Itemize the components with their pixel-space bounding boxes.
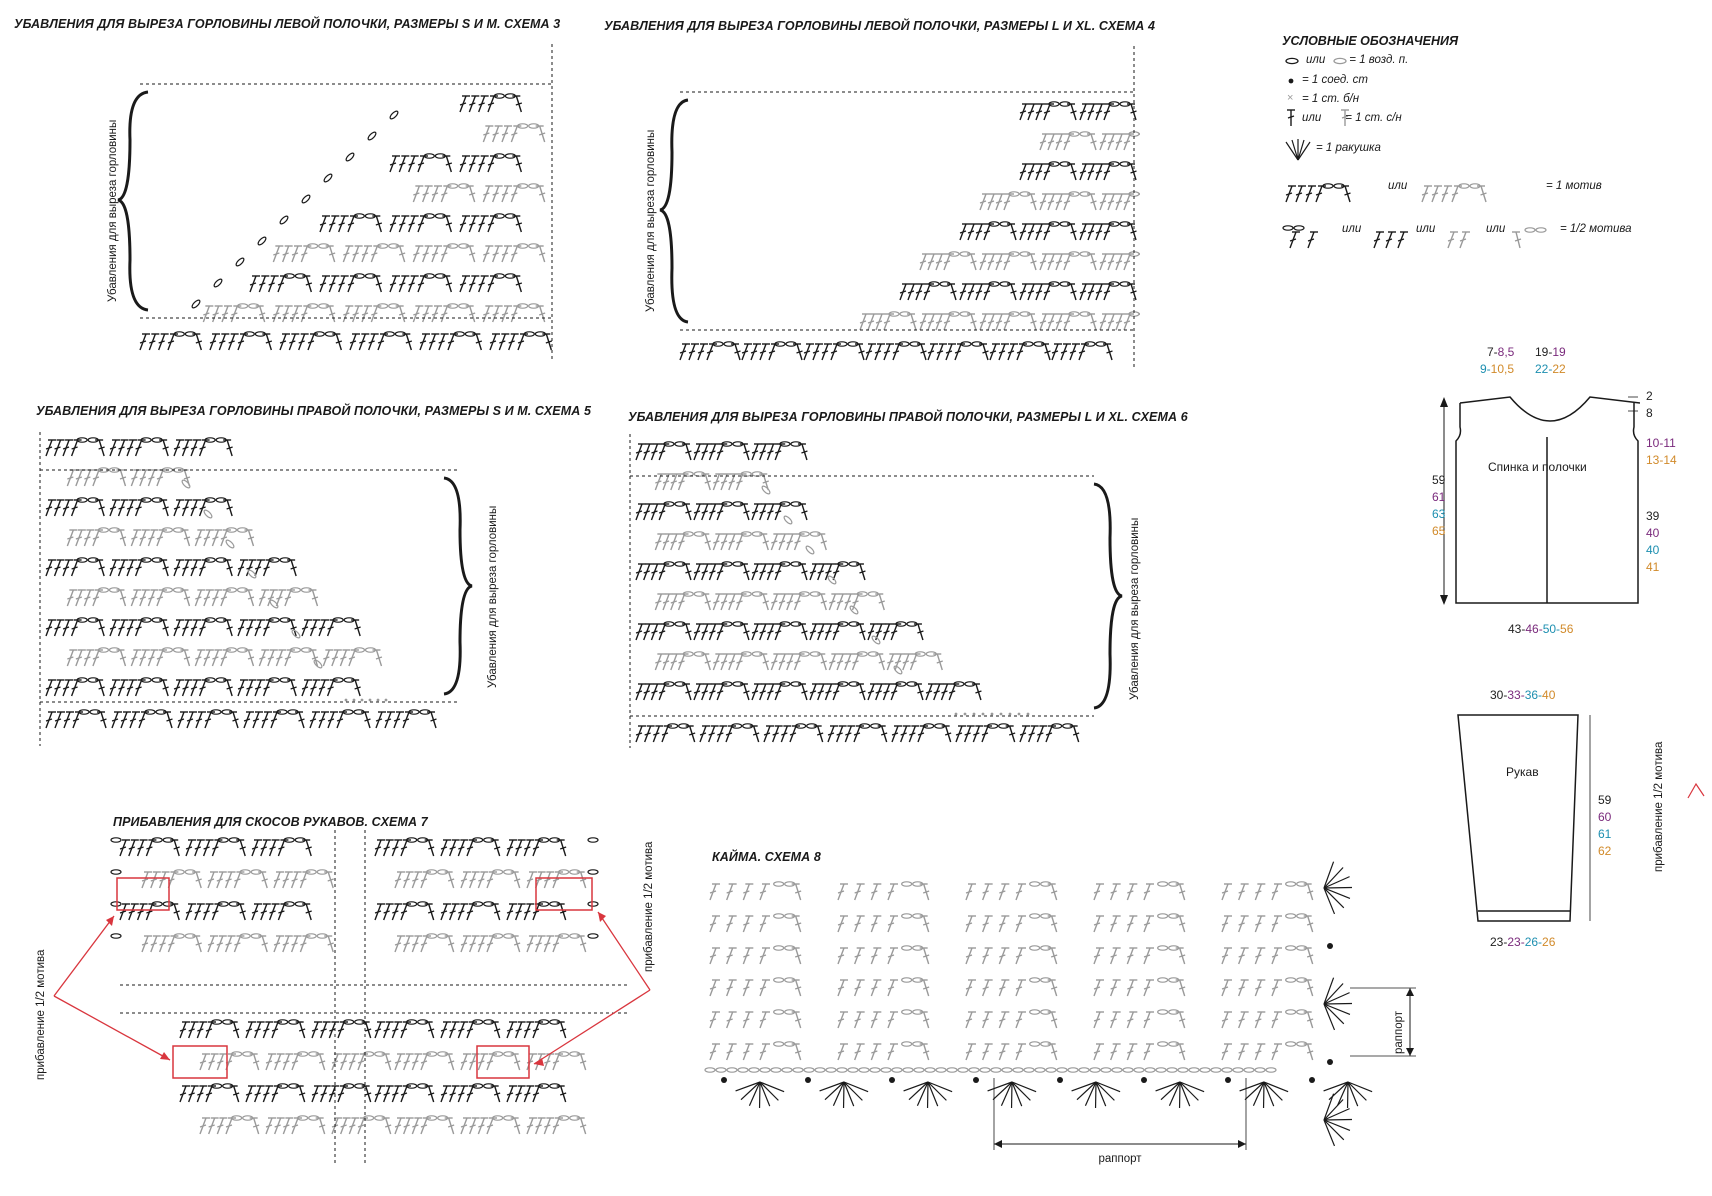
chain-oval-icon <box>1333 57 1347 65</box>
scheme-4-stitches <box>679 101 1157 361</box>
scheme-7-highlight-box <box>116 877 170 911</box>
legend-slip-text: = 1 соед. ст <box>1302 74 1368 86</box>
legend-motif-or: или <box>1388 180 1408 192</box>
scheme-7-left-label: прибавление 1/2 мотива <box>35 949 47 1080</box>
scheme-3-diagram: Убавления для выреза горловины <box>100 40 560 375</box>
legend-half-text: = 1/2 мотива <box>1560 223 1632 235</box>
scheme-3-stitches <box>139 93 553 351</box>
legend: УСЛОВНЫЕ ОБОЗНАЧЕНИЯ × или= 1 возд. п. =… <box>1282 30 1682 260</box>
scheme-5-side-label: Убавления для выреза горловины <box>487 506 499 688</box>
scheme-5-stitches <box>45 437 437 729</box>
scheme-6-side-label: Убавления для выреза горловины <box>1129 518 1141 700</box>
body-right-8: 8 <box>1646 406 1653 420</box>
scheme-6-title: УБАВЛЕНИЯ ДЛЯ ВЫРЕЗА ГОРЛОВИНЫ ПРАВОЙ ПО… <box>628 410 1188 424</box>
single-crochet-x-icon: × <box>1287 92 1293 104</box>
scheme-8-svg: раппорт раппорт <box>704 861 1416 1165</box>
scheme-3-title: УБАВЛЕНИЯ ДЛЯ ВЫРЕЗА ГОРЛОВИНЫ ЛЕВОЙ ПОЛ… <box>14 17 561 31</box>
scheme-6-svg: Убавления для выреза горловины <box>629 434 1141 748</box>
sleeve-shape-diagram <box>1450 705 1600 940</box>
legend-half-or: или <box>1486 223 1506 235</box>
legend-symbols: × <box>1282 57 1547 249</box>
scheme-7-svg: прибавление 1/2 мотива прибавление 1/2 м… <box>35 830 655 1166</box>
scheme-3-brace <box>117 90 149 312</box>
motif-icon <box>1285 183 1487 203</box>
scheme-6-brace <box>1093 482 1123 710</box>
body-top-right-1: 19-19 <box>1535 345 1566 359</box>
scheme-7-highlight-box <box>535 877 593 911</box>
body-armhole-1: 10-11 <box>1646 436 1676 450</box>
scheme-4-title: УБАВЛЕНИЯ ДЛЯ ВЫРЕЗА ГОРЛОВИНЫ ЛЕВОЙ ПОЛ… <box>604 19 1156 33</box>
scheme-4-side-label: Убавления для выреза горловины <box>645 130 657 312</box>
body-top-left-2: 9-10,5 <box>1480 362 1515 376</box>
body-shape-diagram <box>1440 385 1641 620</box>
body-height: 59 61 63 65 <box>1432 473 1446 538</box>
scheme-8-repeat-v-label: раппорт <box>1393 1010 1405 1054</box>
legend-motif-text: = 1 мотив <box>1546 180 1602 192</box>
legend-sc-text: = 1 ст. б/н <box>1302 93 1360 105</box>
chain-oval-icon <box>1285 57 1299 65</box>
body-top-left-1: 7-8,5 <box>1487 345 1515 359</box>
sleeve-length: 59 60 61 62 <box>1598 793 1612 858</box>
half-motif-icon <box>1282 225 1547 249</box>
scheme-5-title: УБАВЛЕНИЯ ДЛЯ ВЫРЕЗА ГОРЛОВИНЫ ПРАВОЙ ПО… <box>36 404 592 418</box>
legend-half-or: или <box>1416 223 1436 235</box>
legend-chain-text: или= 1 возд. п. <box>1306 54 1409 66</box>
scheme-7-right-label: прибавление 1/2 мотива <box>643 841 655 972</box>
scheme-5-brace <box>443 476 473 696</box>
legend-half-or: или <box>1342 223 1362 235</box>
scheme-7-arrow <box>53 915 115 997</box>
sleeve-bottom: 23-23-26-26 <box>1490 935 1556 949</box>
body-side: 39 40 40 41 <box>1646 509 1660 574</box>
scheme-3-side-label: Убавления для выреза горловины <box>107 120 119 302</box>
scheme-6-diagram: Убавления для выреза горловины <box>626 432 1146 757</box>
body-armhole-2: 13-14 <box>1646 453 1677 467</box>
scheme-5-svg: Убавления для выреза горловины <box>39 432 499 746</box>
body-bottom: 43-46-50-56 <box>1508 622 1574 636</box>
legend-shell-text: = 1 ракушка <box>1316 142 1381 154</box>
sleeve-top: 30-33-36-40 <box>1490 688 1556 702</box>
scheme-7-arrow <box>597 911 651 991</box>
slip-stitch-dot-icon <box>1288 78 1294 84</box>
sleeve-side-note: прибавление 1/2 мотива <box>1648 720 1708 885</box>
scheme-4-brace <box>659 98 689 324</box>
body-right-2: 2 <box>1646 389 1653 403</box>
scheme-7-arrow <box>53 995 171 1061</box>
scheme-3-svg: Убавления для выреза горловины <box>107 44 553 360</box>
scheme-7-stitches <box>110 837 599 1135</box>
scheme-7-arrow <box>533 989 651 1065</box>
double-crochet-t-icon <box>1341 109 1349 126</box>
body-shape-svg <box>1440 396 1641 605</box>
scheme-8-repeat-h-label: раппорт <box>1098 1153 1142 1165</box>
legend-title: УСЛОВНЫЕ ОБОЗНАЧЕНИЯ <box>1282 34 1459 48</box>
sleeve-side-label: прибавление 1/2 мотива <box>1653 741 1665 872</box>
scheme-4-svg: Убавления для выреза горловины <box>645 46 1157 368</box>
body-label: Спинка и полочки <box>1488 460 1587 474</box>
scheme-8-title: КАЙМА. СХЕМА 8 <box>712 850 821 864</box>
legend-dc-text: или= 1 ст. с/н <box>1302 112 1402 124</box>
scheme-4-diagram: Убавления для выреза горловины <box>640 42 1157 377</box>
sleeve-label: Рукав <box>1506 765 1539 779</box>
sleeve-outline <box>1457 714 1579 922</box>
double-crochet-t-icon <box>1287 109 1295 126</box>
scheme-5-diagram: Убавления для выреза горловины <box>36 430 516 755</box>
scheme-7-diagram: прибавление 1/2 мотива прибавление 1/2 м… <box>30 820 670 1185</box>
scheme-8-stitches <box>704 861 1373 1147</box>
sleeve-shape-svg <box>1457 714 1591 922</box>
scheme-6-stitches <box>635 441 1080 743</box>
scheme-7-highlight-box <box>476 1045 530 1079</box>
scheme-8-diagram: раппорт раппорт <box>700 860 1420 1195</box>
scheme-7-highlight-box <box>172 1045 228 1079</box>
shell-fan-icon <box>1285 139 1311 161</box>
scheme-7-title: ПРИБАВЛЕНИЯ ДЛЯ СКОСОВ РУКАВОВ. СХЕМА 7 <box>113 815 428 829</box>
body-top-right-2: 22-22 <box>1535 362 1566 376</box>
